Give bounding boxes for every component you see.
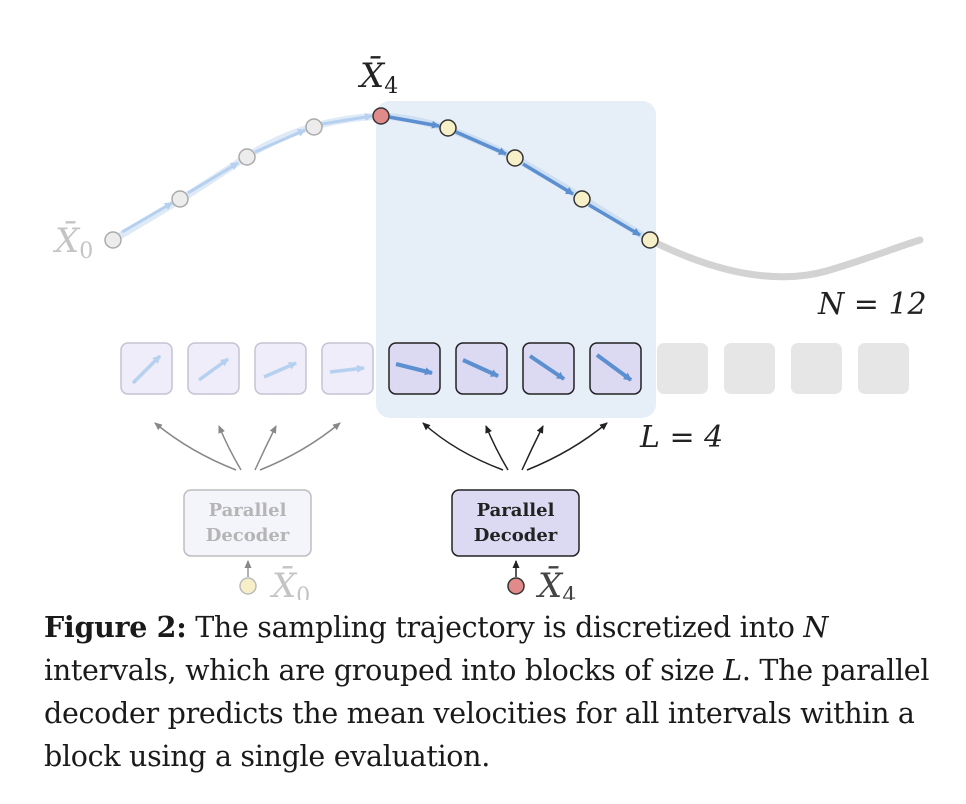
label-l: L = 4 (639, 420, 723, 455)
future-point (573, 190, 591, 208)
figure-caption: Figure 2: The sampling trajectory is dis… (44, 606, 944, 778)
future-point (439, 119, 457, 137)
current-parallel-decoder (451, 489, 580, 557)
velocity-tile (657, 343, 708, 394)
current-input-label: X̄4 (535, 565, 576, 600)
label-x4-top: X̄4 (357, 55, 398, 99)
current-input-point (507, 577, 525, 595)
past-decoder-arrows (154, 422, 341, 471)
block-velocity-arrow (388, 115, 440, 129)
label-n: N = 12 (817, 287, 927, 322)
past-parallel-decoder (183, 489, 312, 557)
block-velocity-arrow (588, 203, 641, 237)
past-velocity-arrow (187, 161, 239, 195)
past-point (171, 190, 189, 208)
caption-text-2: intervals, which are grouped into blocks… (44, 654, 724, 687)
future-velocity-tiles (657, 343, 909, 394)
future-trajectory (646, 236, 924, 281)
past-velocity-arrow (321, 113, 373, 126)
past-point (238, 148, 256, 166)
caption-var-l: L (723, 654, 742, 687)
current-block-highlight (376, 101, 656, 418)
velocity-tile (791, 343, 842, 394)
block-velocity-arrow (522, 162, 574, 196)
block-velocity-arrow (455, 130, 507, 156)
caption-text-1: The sampling trajectory is discretized i… (186, 611, 804, 644)
future-point (641, 231, 659, 249)
current-decoder-line1: Parallel (477, 500, 555, 521)
caption-label: Figure 2: (44, 610, 187, 644)
current-decoder-arrows (422, 422, 608, 471)
past-point (305, 118, 323, 136)
current-point (372, 107, 390, 125)
label-x0-left: X̄0 (52, 220, 93, 264)
past-velocity-arrow (121, 201, 173, 234)
past-trajectory (109, 112, 385, 244)
trajectory-diagram: X̄4 X̄0 N = 12 L = 4 (52, 55, 927, 600)
past-input-label: X̄0 (269, 565, 310, 600)
past-velocity-arrow (254, 128, 306, 154)
past-input-point (239, 577, 257, 595)
past-point (104, 231, 122, 249)
past-decoder-line1: Parallel (209, 500, 287, 521)
velocity-tile (858, 343, 909, 394)
future-point (506, 149, 524, 167)
velocity-tile (724, 343, 775, 394)
caption-text-3: . The parallel decoder predicts the mean… (44, 654, 930, 773)
current-decoder-line2: Decoder (474, 525, 558, 546)
past-velocity-tiles (120, 342, 374, 395)
caption-var-n: N (803, 611, 828, 644)
past-decoder-line2: Decoder (206, 525, 290, 546)
block-velocity-tiles (388, 342, 642, 395)
